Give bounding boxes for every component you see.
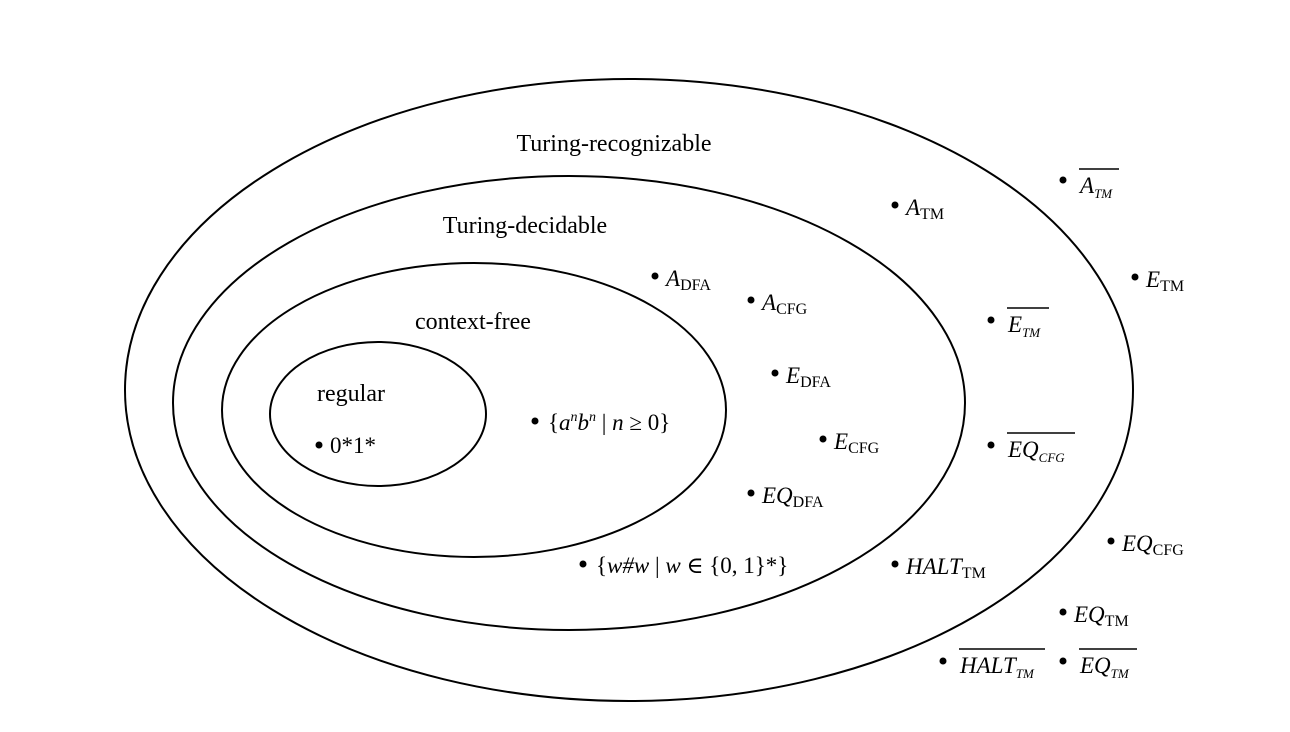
language-eq-dfa: EQDFA bbox=[761, 483, 824, 511]
bullet bbox=[1059, 608, 1067, 616]
language-e-cfg: ECFG bbox=[833, 429, 880, 457]
bullet bbox=[531, 417, 539, 425]
language-not-eq-cfg: EQCFG bbox=[1007, 437, 1065, 465]
language-anbn: {anbn | n ≥ 0} bbox=[548, 410, 670, 435]
context-free-label: context-free bbox=[415, 309, 531, 335]
bullet bbox=[579, 560, 587, 568]
language-e-dfa: EDFA bbox=[785, 363, 831, 391]
language-eq-tm: EQTM bbox=[1073, 602, 1129, 630]
language-0star1star: 0*1* bbox=[330, 433, 376, 458]
language-not-e-tm: ETM bbox=[1007, 312, 1041, 340]
context-free-region bbox=[221, 262, 727, 558]
bullet bbox=[747, 296, 755, 304]
bullet bbox=[315, 441, 323, 449]
language-a-tm: ATM bbox=[904, 195, 944, 223]
language-not-halt-tm: HALTTM bbox=[959, 653, 1035, 681]
language-halt-tm: HALTTM bbox=[905, 554, 986, 582]
bullet bbox=[771, 369, 779, 377]
bullet bbox=[987, 441, 995, 449]
bullet bbox=[1059, 657, 1067, 665]
bullet bbox=[1107, 537, 1115, 545]
turing-decidable-region bbox=[172, 175, 966, 631]
bullet bbox=[891, 560, 899, 568]
bullet bbox=[891, 201, 899, 209]
turing-decidable-label: Turing-decidable bbox=[443, 213, 607, 239]
language-a-dfa: ADFA bbox=[664, 266, 711, 294]
regular-region bbox=[269, 341, 487, 487]
turing-recognizable-region bbox=[124, 78, 1134, 702]
bullet bbox=[939, 657, 947, 665]
bullet bbox=[819, 435, 827, 443]
bullet bbox=[1059, 176, 1067, 184]
language-e-tm: ETM bbox=[1145, 267, 1184, 295]
language-eq-cfg: EQCFG bbox=[1121, 531, 1184, 559]
language-wsharpw: {w#w | w ∈ {0, 1}*} bbox=[596, 553, 788, 578]
regular-label: regular bbox=[317, 381, 385, 407]
language-not-a-tm: ATM bbox=[1078, 173, 1113, 201]
bullet bbox=[1131, 273, 1139, 281]
language-a-cfg: ACFG bbox=[760, 290, 808, 318]
bullet bbox=[987, 316, 995, 324]
language-not-eq-tm: EQTM bbox=[1079, 653, 1130, 681]
bullet bbox=[747, 489, 755, 497]
bullet bbox=[651, 272, 659, 280]
turing-recognizable-label: Turing-recognizable bbox=[516, 131, 711, 157]
